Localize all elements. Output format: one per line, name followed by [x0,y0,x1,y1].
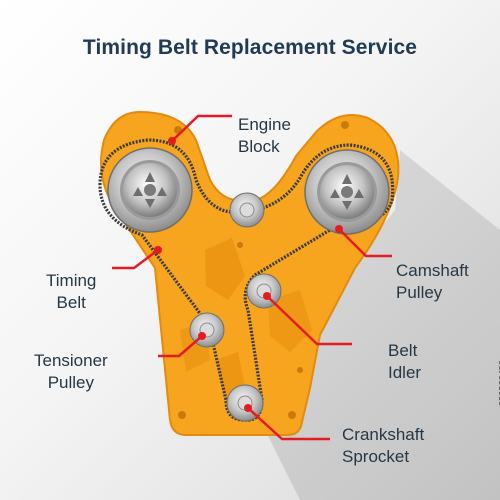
left-camshaft-pulley [107,147,193,233]
label-tensioner-pulley-line2: Pulley [47,373,95,392]
label-timing-belt-line1: Timing [46,271,97,290]
leader-crankshaft-sprocket [247,407,330,441]
label-belt-idler-line1: Belt [388,341,418,360]
leader-camshaft-pulley [338,228,392,258]
label-camshaft-pulley: Camshaft Pulley [396,260,469,304]
label-engine-block-line2: Block [238,137,280,156]
label-camshaft-pulley-line1: Camshaft [396,261,469,280]
label-timing-belt-line2: Belt [56,293,86,312]
leader-tensioner-pulley [158,335,203,358]
leader-dots [154,137,343,412]
leader-belt-idler [266,295,352,346]
label-belt-idler-line2: Idler [388,363,422,382]
label-belt-idler: Belt Idler [388,340,421,384]
label-engine-block-line1: Engine [238,115,291,134]
engine-shadow [260,150,500,500]
upper-idler-pulley [229,192,265,228]
label-crankshaft-sprocket-line1: Crankshaft [342,425,425,444]
label-tensioner-pulley-line1: Tensioner [34,351,108,370]
label-timing-belt: Timing Belt [46,270,96,314]
camshaft-pulley [304,149,390,235]
label-crankshaft-sprocket: Crankshaft Sprocket [342,424,424,468]
label-camshaft-pulley-line2: Pulley [396,283,443,302]
timing-belt [98,138,395,422]
label-engine-block: Engine Block [238,114,291,158]
label-crankshaft-sprocket-line2: Sprocket [342,447,410,466]
page-title: Timing Belt Replacement Service [82,36,418,59]
leader-engine-block [171,114,232,142]
label-tensioner-pulley: Tensioner Pulley [34,350,108,394]
leader-lines [112,114,392,441]
leader-timing-belt [112,249,159,270]
